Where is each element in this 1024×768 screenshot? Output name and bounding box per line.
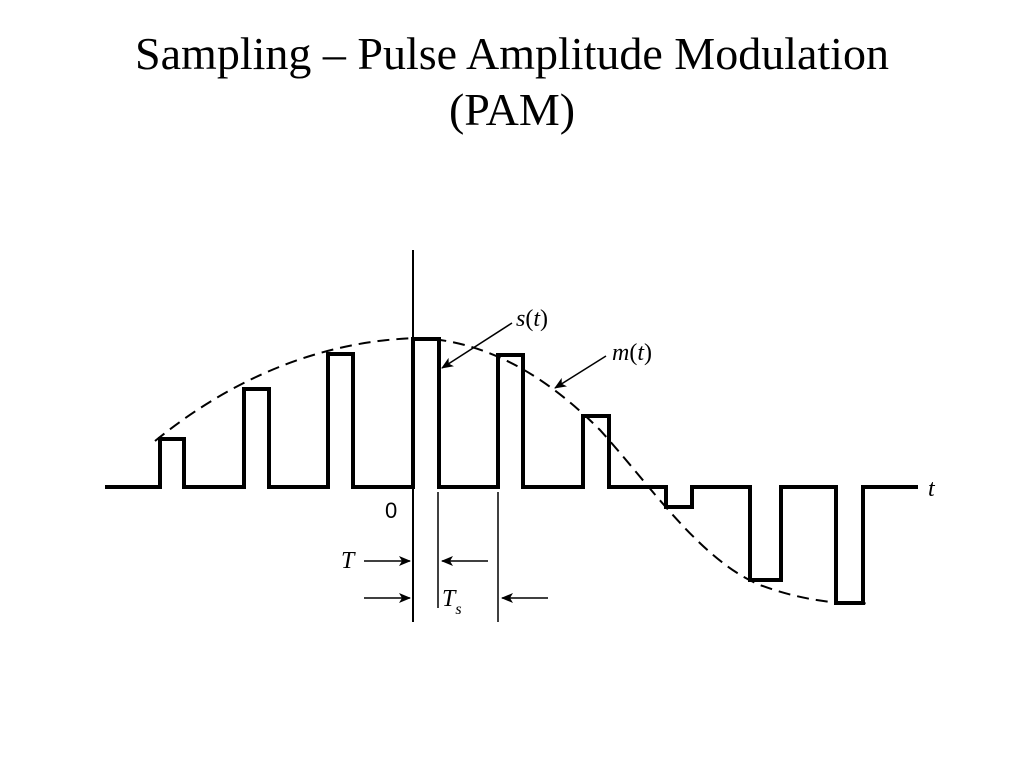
message-signal-curve [154, 336, 871, 605]
sampled-signal-fn: s [516, 306, 525, 332]
message-signal-arg: t [637, 340, 645, 366]
message-signal-open-paren: ( [629, 340, 637, 366]
slide-title-line-1: Sampling – Pulse Amplitude Modulation [135, 28, 889, 79]
message-signal-label: m(t) [612, 340, 652, 366]
pam-signal-waveform [105, 337, 918, 605]
sample-period-sub: s [455, 601, 461, 618]
message-signal-fn: m [612, 340, 629, 366]
sampled-signal-arrow [441, 322, 513, 369]
origin-label: 0 [385, 498, 397, 523]
pulse-width-label: T [341, 548, 356, 574]
sampled-signal-close-paren: ) [540, 306, 548, 332]
sampled-signal-label: s(t) [516, 306, 548, 332]
slide-title-line-2: (PAM) [448, 84, 576, 135]
time-axis-label: t [928, 476, 936, 502]
sampled-signal-arg: t [533, 306, 541, 332]
sample-period-label: Ts [442, 586, 462, 618]
message-signal-arrow [554, 355, 607, 389]
sample-period-base: T [442, 586, 457, 612]
message-signal-close-paren: ) [644, 340, 652, 366]
slide-title: Sampling – Pulse Amplitude Modulation (P… [0, 26, 1024, 138]
sampled-signal-open-paren: ( [525, 306, 533, 332]
